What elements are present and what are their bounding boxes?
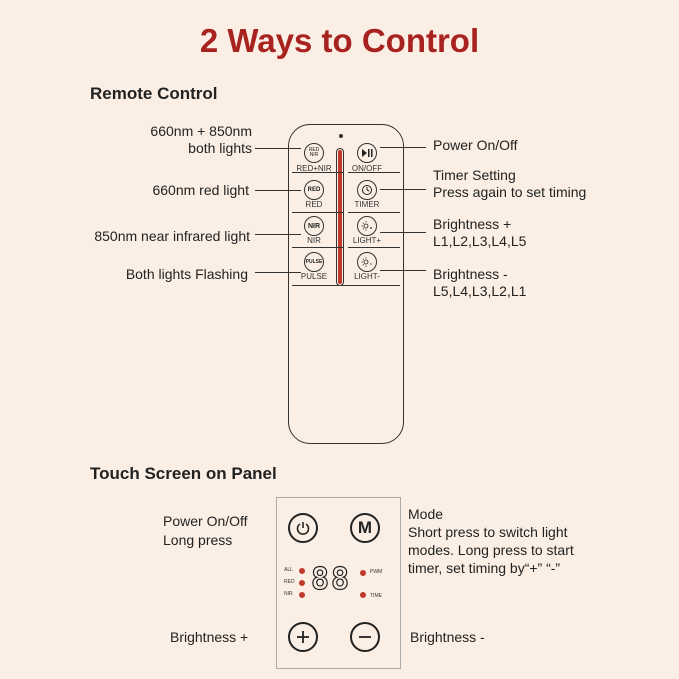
label-timer: Timer Setting Press again to set timing xyxy=(433,167,587,200)
leader-line xyxy=(255,148,301,149)
plus-icon xyxy=(297,631,309,643)
row-divider xyxy=(348,247,400,248)
light-minus-button[interactable] xyxy=(357,252,377,272)
indicator-label-all: ALL xyxy=(284,567,293,573)
ir-emitter-dot xyxy=(339,134,343,138)
leader-line xyxy=(380,189,426,190)
panel-brightness-plus-label: Brightness + xyxy=(170,629,249,645)
play-pause-icon xyxy=(362,149,373,157)
panel-mode-button[interactable]: M xyxy=(350,513,380,543)
panel-brightness-minus-button[interactable] xyxy=(350,622,380,652)
row-divider xyxy=(348,212,400,213)
indicator-label-nir: NIR xyxy=(284,591,293,597)
timer-button[interactable] xyxy=(357,180,377,200)
indicator-dot-red xyxy=(299,580,305,586)
nir-button[interactable]: NIR xyxy=(304,216,324,236)
label-pulse: Both lights Flashing xyxy=(125,266,248,282)
row-divider xyxy=(348,172,400,173)
touch-panel xyxy=(276,497,401,669)
timer-caption: TIMER xyxy=(354,200,380,209)
label-red-nir: 660nm + 850nm both lights xyxy=(150,123,252,156)
seven-segment-display: 88 xyxy=(310,561,352,597)
leader-line xyxy=(255,272,301,273)
row-divider xyxy=(292,172,344,173)
red-nir-caption: RED+NIR xyxy=(296,164,332,173)
indicator-dot-nir xyxy=(299,592,305,598)
indicator-label-pwm: PWM xyxy=(370,569,383,575)
label-brightness-down: Brightness - L5,L4,L3,L2,L1 xyxy=(433,266,527,299)
panel-brightness-minus-label: Brightness - xyxy=(410,629,485,645)
label-power: Power On/Off xyxy=(433,137,518,153)
minus-icon xyxy=(359,636,371,638)
indicator-label-time: TIME xyxy=(370,593,382,599)
leader-line xyxy=(255,234,301,235)
power-button[interactable] xyxy=(357,143,377,163)
label-nir: 850nm near infrared light xyxy=(94,228,250,244)
indicator-dot-time xyxy=(360,592,366,598)
panel-brightness-plus-button[interactable] xyxy=(288,622,318,652)
leader-line xyxy=(380,232,426,233)
light-minus-caption: LIGHT- xyxy=(354,272,380,281)
row-divider xyxy=(292,285,400,286)
red-nir-button[interactable]: RED NIR xyxy=(304,143,324,163)
leader-line xyxy=(380,147,426,148)
panel-power-button[interactable] xyxy=(288,513,318,543)
pulse-caption: PULSE xyxy=(300,272,328,281)
page-title: 2 Ways to Control xyxy=(199,22,480,59)
leader-line xyxy=(380,270,426,271)
pulse-button[interactable]: PULSE xyxy=(304,252,324,272)
label-brightness-up: Brightness + L1,L2,L3,L4,L5 xyxy=(433,216,527,249)
timer-icon xyxy=(362,185,372,195)
brightness-down-icon xyxy=(361,257,372,267)
row-divider xyxy=(292,247,344,248)
nir-caption: NIR xyxy=(307,236,321,245)
panel-mode-label: Mode Short press to switch light modes. … xyxy=(408,506,574,576)
power-icon xyxy=(296,522,310,535)
light-plus-caption: LIGHT+ xyxy=(352,236,382,245)
indicator-label-red: RED xyxy=(284,579,295,585)
leader-line xyxy=(255,190,301,191)
label-red: 660nm red light xyxy=(152,182,249,198)
red-caption: RED xyxy=(305,200,323,209)
light-plus-button[interactable] xyxy=(357,216,377,236)
brightness-up-icon xyxy=(361,221,372,231)
red-button[interactable]: RED xyxy=(304,180,324,200)
panel-section-heading: Touch Screen on Panel xyxy=(90,464,277,483)
panel-power-label: Power On/Off Long press xyxy=(163,513,248,548)
remote-section-heading: Remote Control xyxy=(90,84,218,103)
indicator-dot-all xyxy=(299,568,305,574)
row-divider xyxy=(292,212,344,213)
power-caption: ON/OFF xyxy=(351,164,383,173)
indicator-dot-pwm xyxy=(360,570,366,576)
